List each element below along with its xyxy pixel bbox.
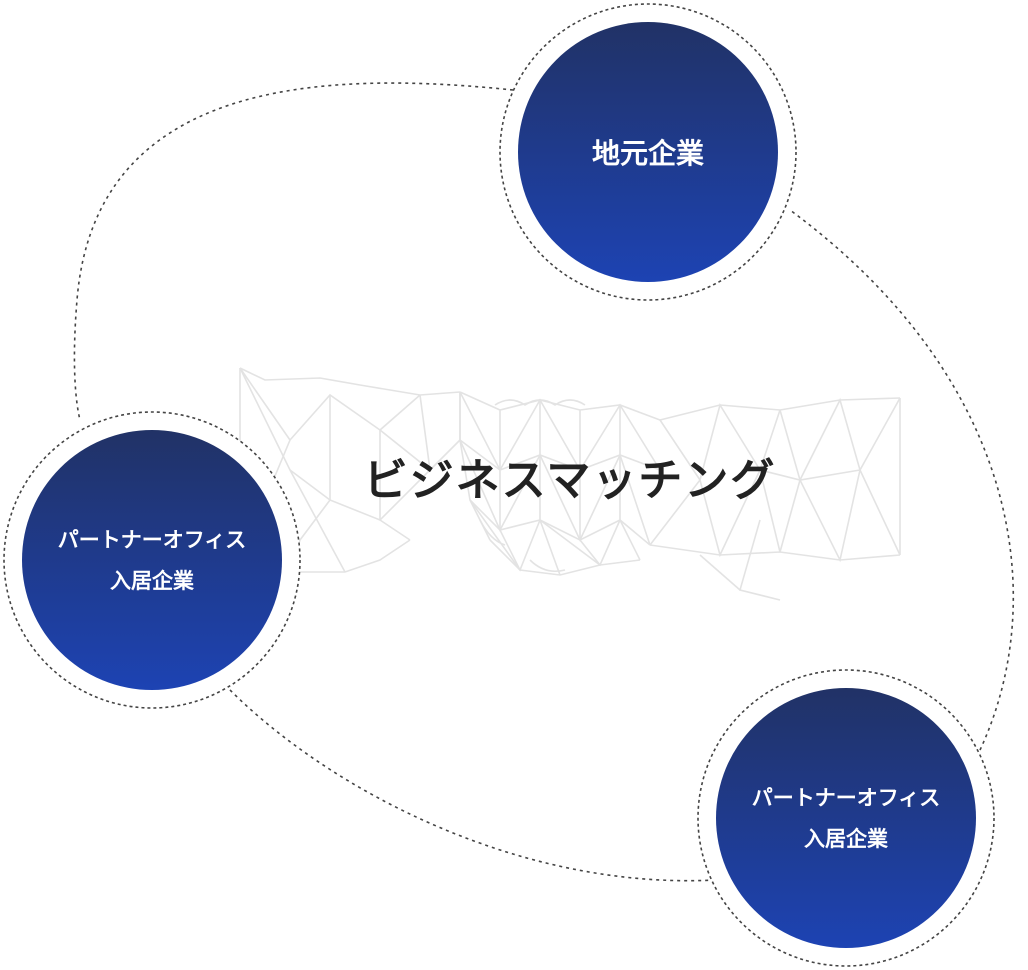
node-local-companies: 地元企業 — [499, 3, 797, 301]
node-label-line1: パートナーオフィス — [752, 785, 941, 810]
node-circle — [22, 430, 282, 690]
handshake-mesh-icon — [239, 367, 901, 601]
node-label-line1: パートナーオフィス — [58, 527, 247, 552]
node-partner-office-left: パートナーオフィス 入居企業 — [3, 411, 301, 709]
node-label: 地元企業 — [592, 137, 704, 170]
node-circle — [518, 22, 778, 282]
node-label-line2: 入居企業 — [804, 826, 889, 851]
center-title: ビジネスマッチング — [364, 455, 777, 506]
node-circle — [716, 688, 976, 948]
node-label-line2: 入居企業 — [110, 568, 195, 593]
connection-loop — [73, 82, 1015, 882]
node-partner-office-right: パートナーオフィス 入居企業 — [697, 669, 995, 967]
